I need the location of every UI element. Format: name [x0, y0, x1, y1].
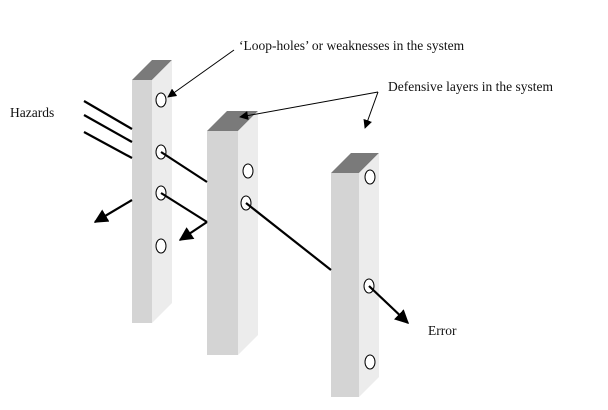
defensive-layers-label: Defensive layers in the system: [388, 79, 553, 94]
layer-1-front: [132, 80, 152, 323]
layer-1-hole-4: [155, 238, 167, 254]
defensive-pointer-1: [239, 91, 379, 120]
layer-2-hole-1: [242, 163, 254, 179]
layer-3-front: [331, 173, 359, 397]
loopholes-pointer: [167, 49, 235, 98]
error-arrow: [368, 285, 410, 324]
hazard-lines: [83, 100, 332, 271]
layer-3-hole-3: [364, 354, 376, 370]
layer-3-side: [359, 153, 379, 397]
hazard-line-3: [83, 131, 133, 159]
layer-1-hole-1: [155, 92, 167, 108]
loopholes-label: ‘Loop-holes’ or weaknesses in the system: [239, 38, 465, 53]
hazard-path-through-holes-b: [245, 202, 332, 271]
defensive-layer-1: [132, 60, 172, 323]
layer-3-hole-1: [364, 169, 376, 185]
deflected-arrow-1: [93, 199, 133, 223]
defensive-layer-2: [207, 111, 258, 355]
layer-2-front: [207, 131, 238, 355]
hazard-path-through-holes-a: [160, 151, 208, 183]
defensive-pointer-2: [363, 91, 379, 129]
deflected-arrow-2: [178, 221, 208, 241]
hazard-line-1: [83, 100, 133, 130]
hazard-path-blocked: [160, 192, 208, 223]
layer-2-side: [238, 111, 258, 355]
layer-3-top: [331, 153, 379, 173]
defensive-layer-3: [331, 153, 379, 397]
hazard-line-2: [83, 114, 133, 143]
error-label: Error: [428, 323, 457, 338]
layer-1-top: [132, 60, 172, 80]
hazards-label: Hazards: [10, 105, 54, 120]
